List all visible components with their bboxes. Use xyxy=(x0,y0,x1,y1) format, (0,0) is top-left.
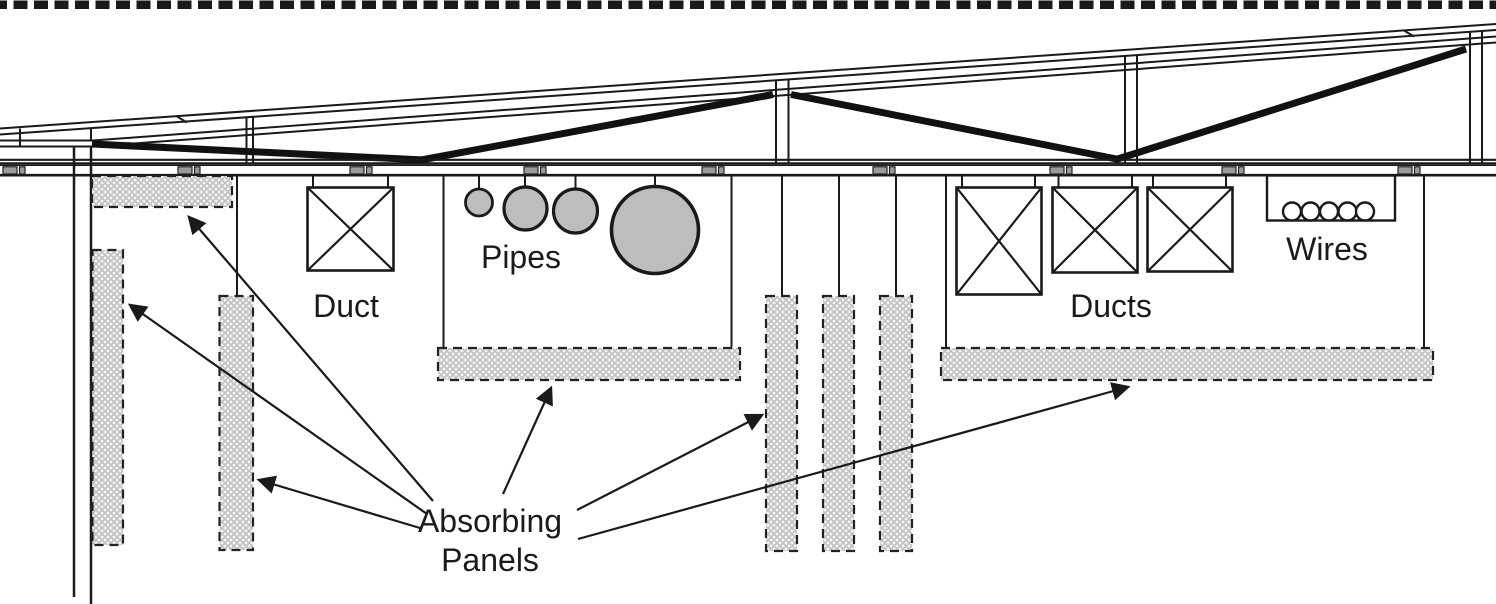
absorbing-panel-baffle xyxy=(821,294,856,553)
absorbing-panel-under-pipes xyxy=(436,346,742,382)
label-absorbing-panels: Absorbing Panels xyxy=(418,503,562,578)
duct-box-left xyxy=(306,186,395,272)
hanger-wires xyxy=(236,176,1425,348)
absorbing-panel-vertical-wall xyxy=(91,248,125,547)
absorbing-panel-baffle xyxy=(878,294,914,553)
pipe-large xyxy=(609,184,701,276)
label-duct: Duct xyxy=(313,288,379,324)
label-pipes: Pipes xyxy=(481,239,561,275)
truss-vertical-members xyxy=(245,31,1483,164)
absorbing-panel-horizontal-wall xyxy=(90,174,234,209)
wires-tray xyxy=(1265,174,1397,222)
absorbing-panels xyxy=(90,174,1435,553)
absorbing-panel-under-ducts xyxy=(939,346,1435,382)
callout-arrows xyxy=(127,215,1131,541)
pipe-medium xyxy=(551,187,600,235)
wire-circles xyxy=(1281,201,1376,222)
svg-text:Panels: Panels xyxy=(441,542,539,578)
absorbing-panel-baffle xyxy=(764,294,799,553)
label-ducts: Ducts xyxy=(1070,288,1152,324)
duct-boxes-right xyxy=(955,186,1234,296)
truss-bottom-chord xyxy=(0,158,1496,165)
label-wires: Wires xyxy=(1286,231,1368,267)
ceiling-clips xyxy=(2,166,1421,175)
pipe-small xyxy=(464,187,494,218)
pipes-group xyxy=(464,184,701,276)
suspended-ceiling xyxy=(0,164,1496,177)
left-wall xyxy=(72,147,93,604)
truss-top-chord xyxy=(0,35,1496,148)
truss-diagonal-members xyxy=(91,45,1468,164)
absorbing-panel-vertical xyxy=(218,294,255,552)
pipe-medium xyxy=(502,185,549,232)
svg-text:Absorbing: Absorbing xyxy=(418,503,562,539)
roof-deck xyxy=(0,23,1496,147)
